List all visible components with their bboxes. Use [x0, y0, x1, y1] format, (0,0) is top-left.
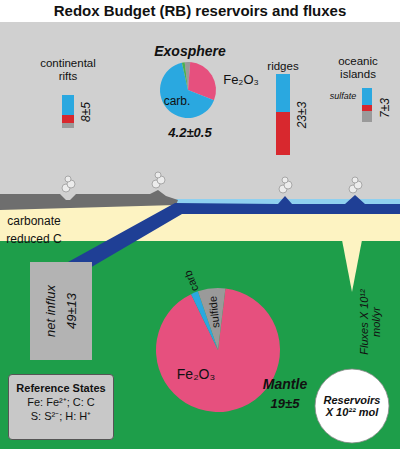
plume — [342, 240, 362, 292]
exosphere-ground — [0, 22, 400, 212]
flux-value: 8±5 — [80, 102, 93, 122]
reference-line: Fe: Fe²⁺; C: C — [15, 396, 107, 408]
flux-value: 23±3 — [296, 102, 309, 129]
node-shape — [140, 262, 330, 417]
flux-site: oceanic islands sulfate 7±3 — [320, 50, 400, 130]
mantle-ground — [0, 241, 400, 449]
influx-box: net influx 49±13 — [30, 262, 92, 360]
site-name: ridges — [267, 60, 298, 73]
flux-name: net influx — [44, 285, 58, 337]
key-text: Reservoirs X 10²² mol — [320, 394, 384, 418]
exosphere-pie: Exosphere carb. Fe₂O₃ 4.2±0.5 — [125, 38, 265, 148]
flux-value: 49±13 — [65, 293, 79, 329]
flux-bar — [276, 74, 290, 112]
flux-site: continental rifts 8±5 — [30, 52, 105, 137]
pie-slice — [198, 288, 226, 350]
reservoir-key-circle: Reservoirs X 10²² mol — [314, 368, 390, 444]
reservoir-value: 19±5 — [271, 397, 300, 411]
key-circle — [315, 369, 389, 443]
carbonate-band: carbonate reduced C — [0, 205, 100, 250]
reference-box: Reference StatesFe: Fe²⁺; C: C S: S²⁻; H:… — [8, 374, 114, 440]
flux-bar — [62, 95, 74, 115]
flux-bar — [62, 123, 74, 128]
flux-bar — [362, 88, 372, 105]
title: Redox Budget (RB) reservoirs and fluxes — [0, 3, 400, 20]
pie-slice — [156, 288, 280, 412]
layer-name: reduced C — [6, 233, 61, 246]
slice-label: Fe₂O₃ — [223, 73, 259, 87]
flux-bar — [362, 105, 372, 111]
volcanic-plumes — [62, 172, 362, 193]
flux-bar — [362, 111, 372, 122]
slice-label: carb — [181, 269, 200, 293]
pie-slice — [182, 62, 188, 90]
slice-label: carb. — [164, 95, 191, 108]
flux-bar — [62, 115, 74, 123]
layer-name: carbonate — [7, 215, 60, 228]
reservoir-name: Exosphere — [154, 44, 226, 59]
mantle-pie: carbsulfideFe₂O₃Mantle19±5 — [140, 262, 330, 417]
reservoir-value: 4.2±0.5 — [168, 126, 211, 140]
flux-value: 7±3 — [379, 98, 392, 118]
site-name: continental rifts — [33, 57, 103, 82]
flux-site: ridges 23±3 — [255, 55, 315, 160]
site-name: oceanic islands — [327, 55, 389, 80]
continental-crust — [0, 190, 178, 210]
reference-line: S: S²⁻; H: H⁺ — [15, 410, 107, 422]
flux-bar — [276, 112, 290, 155]
flux-component: sulfate — [330, 92, 357, 102]
box-heading: Reference States — [15, 382, 107, 394]
reservoir-name: Mantle — [263, 377, 307, 392]
units-note: Fluxes X 10¹² mol/yr — [358, 281, 382, 363]
slice-label: Fe₂O₃ — [177, 367, 215, 382]
pie-slice — [160, 63, 214, 118]
